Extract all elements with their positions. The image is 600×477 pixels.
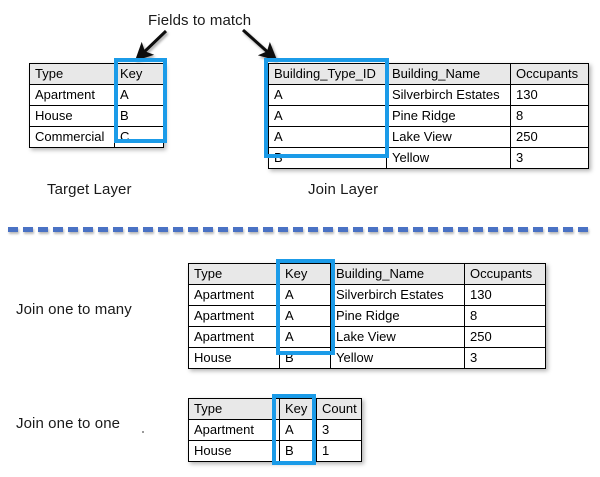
arrow-to-target-key	[134, 29, 168, 61]
stray-dot-artifact	[142, 431, 144, 433]
table-cell: Yellow	[330, 347, 465, 369]
table-cell: Lake View	[386, 126, 511, 148]
table-cell: A	[279, 305, 331, 327]
table-row: House B Yellow 3	[188, 347, 546, 369]
table-cell: B	[279, 347, 331, 369]
table-header-row: Type Key Count	[188, 398, 362, 420]
table-cell: A	[279, 284, 331, 306]
column-header: Type	[29, 63, 115, 85]
table-cell: House	[188, 440, 280, 462]
column-header: Type	[188, 398, 280, 420]
table-row: Apartment A Silverbirch Estates 130	[188, 284, 546, 306]
table-cell: A	[268, 84, 387, 106]
table-cell: Apartment	[188, 326, 280, 348]
target-layer-table: Type Key Apartment A House B Commercial …	[29, 63, 164, 148]
table-cell: B	[114, 105, 164, 127]
column-header: Key	[114, 63, 164, 85]
table-header-row: Type Key	[29, 63, 164, 85]
table-cell: Silverbirch Estates	[330, 284, 465, 306]
table-cell: A	[279, 419, 317, 441]
table-cell: Commercial	[29, 126, 115, 148]
column-header: Occupants	[510, 63, 589, 85]
join-layer-table: Building_Type_ID Building_Name Occupants…	[268, 63, 589, 169]
table-row: Apartment A 3	[188, 419, 362, 441]
table-row: Apartment A Pine Ridge 8	[188, 305, 546, 327]
table-cell: 130	[510, 84, 589, 106]
table-cell: Apartment	[188, 284, 280, 306]
join-layer-label: Join Layer	[308, 181, 379, 198]
table-cell: A	[114, 84, 164, 106]
join-one-to-one-label: Join one to one	[16, 415, 121, 432]
column-header: Building_Name	[386, 63, 511, 85]
table-cell: Silverbirch Estates	[386, 84, 511, 106]
table-cell: Pine Ridge	[330, 305, 465, 327]
table-cell: Apartment	[29, 84, 115, 106]
table-cell: 1	[316, 440, 362, 462]
table-cell: 8	[464, 305, 546, 327]
table-cell: Yellow	[386, 147, 511, 169]
arrow-to-join-key	[242, 28, 278, 61]
table-cell: Apartment	[188, 419, 280, 441]
table-row: House B	[29, 105, 164, 127]
column-header: Key	[279, 398, 317, 420]
join-one-to-many-label: Join one to many	[16, 301, 132, 318]
table-row: A Pine Ridge 8	[268, 105, 589, 127]
table-row: B Yellow 3	[268, 147, 589, 169]
column-header: Building_Type_ID	[268, 63, 387, 85]
table-row: Commercial C	[29, 126, 164, 148]
column-header: Key	[279, 263, 331, 285]
table-cell: 3	[316, 419, 362, 441]
table-cell: A	[279, 326, 331, 348]
table-cell: A	[268, 126, 387, 148]
table-cell: 3	[464, 347, 546, 369]
table-row: House B 1	[188, 440, 362, 462]
table-cell: Apartment	[188, 305, 280, 327]
table-cell: House	[29, 105, 115, 127]
section-divider	[8, 227, 592, 232]
join-one-to-many-table: Type Key Building_Name Occupants Apartme…	[188, 263, 546, 369]
column-header: Count	[316, 398, 362, 420]
table-header-row: Building_Type_ID Building_Name Occupants	[268, 63, 589, 85]
table-row: A Lake View 250	[268, 126, 589, 148]
table-cell: 250	[464, 326, 546, 348]
table-cell: Lake View	[330, 326, 465, 348]
table-cell: 8	[510, 105, 589, 127]
target-layer-label: Target Layer	[47, 181, 132, 198]
table-cell: B	[279, 440, 317, 462]
table-cell: A	[268, 105, 387, 127]
table-cell: House	[188, 347, 280, 369]
fields-to-match-label: Fields to match	[148, 12, 252, 29]
table-row: Apartment A Lake View 250	[188, 326, 546, 348]
table-header-row: Type Key Building_Name Occupants	[188, 263, 546, 285]
table-row: A Silverbirch Estates 130	[268, 84, 589, 106]
column-header: Building_Name	[330, 263, 465, 285]
table-cell: 130	[464, 284, 546, 306]
column-header: Occupants	[464, 263, 546, 285]
table-cell: 3	[510, 147, 589, 169]
column-header: Type	[188, 263, 280, 285]
table-cell: 250	[510, 126, 589, 148]
table-cell: C	[114, 126, 164, 148]
join-one-to-one-table: Type Key Count Apartment A 3 House B 1	[188, 398, 362, 462]
table-cell: B	[268, 147, 387, 169]
table-row: Apartment A	[29, 84, 164, 106]
table-cell: Pine Ridge	[386, 105, 511, 127]
